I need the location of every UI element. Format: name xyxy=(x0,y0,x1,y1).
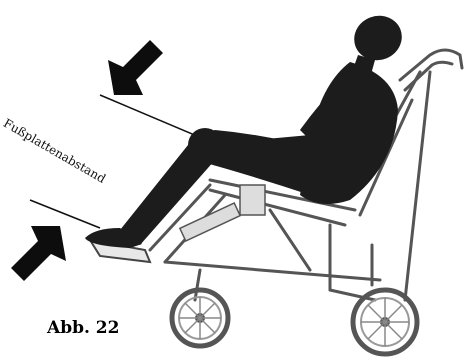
down-arrow-icon xyxy=(108,40,163,95)
up-arrow-icon xyxy=(11,226,66,281)
lower-measure-line xyxy=(30,200,100,228)
front-wheel xyxy=(172,290,228,346)
rear-wheel xyxy=(353,290,417,354)
figure-caption: Abb. 22 xyxy=(47,318,119,338)
